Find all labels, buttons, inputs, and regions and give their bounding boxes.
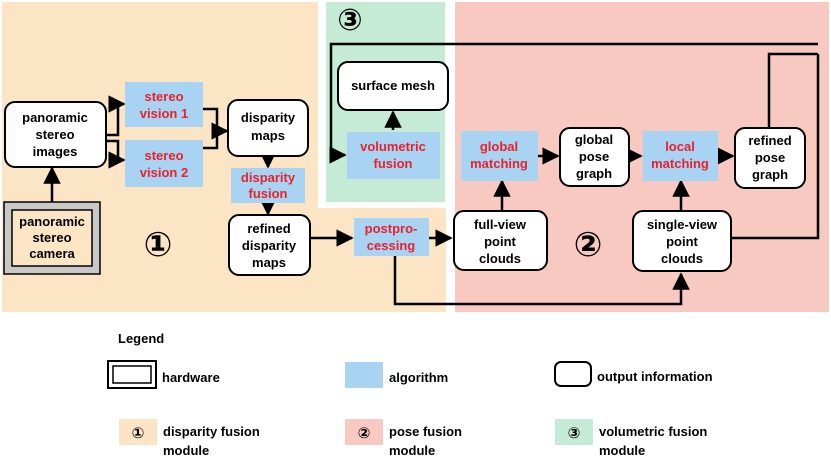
label-line: fusion bbox=[249, 186, 288, 201]
legend-hardware-swatch bbox=[107, 360, 157, 389]
node-global-matching: global matching bbox=[461, 131, 538, 181]
label-line: full-view bbox=[474, 217, 527, 232]
node-refined-disparity-maps: refined disparity maps bbox=[228, 214, 311, 276]
legend-pose-swatch bbox=[345, 419, 383, 445]
label-line: local bbox=[665, 139, 695, 154]
label-line: clouds bbox=[479, 251, 521, 266]
node-postprocessing: postpro- cessing bbox=[354, 218, 429, 256]
label-line: stereo bbox=[32, 230, 71, 245]
legend: Legend hardware algorithm output informa… bbox=[107, 331, 713, 458]
edge-images-to-vision1 bbox=[106, 95, 126, 137]
edge-rail-to-volumetric bbox=[329, 42, 818, 164]
legend-disparity-label-2: module bbox=[163, 443, 209, 458]
label-line: volumetric bbox=[360, 139, 426, 154]
legend-disparity-label-1: disparity fusion bbox=[163, 424, 260, 439]
node-stereo-vision-1: stereo vision 1 bbox=[125, 82, 203, 127]
legend-volumetric-swatch bbox=[555, 419, 593, 445]
label-line: matching bbox=[470, 156, 528, 171]
label-line: vision 2 bbox=[140, 165, 188, 180]
label-line: panoramic bbox=[19, 214, 85, 229]
edge-images-to-vision2 bbox=[106, 139, 126, 169]
legend-output-label: output information bbox=[597, 369, 713, 384]
label-line: cessing bbox=[367, 238, 415, 253]
node-stereo-vision-2: stereo vision 2 bbox=[125, 140, 203, 187]
label-line: global bbox=[480, 139, 518, 154]
label-line: surface mesh bbox=[351, 78, 435, 93]
label-line: refined bbox=[748, 133, 791, 148]
legend-disparity-number: ① bbox=[132, 424, 145, 442]
label-line: stereo bbox=[144, 89, 183, 104]
legend-pose-number: ② bbox=[358, 424, 371, 442]
legend-volumetric-label-1: volumetric fusion bbox=[599, 424, 707, 439]
label-line: matching bbox=[651, 156, 709, 171]
label-line: disparity bbox=[242, 238, 297, 253]
edge-singleview-to-rail bbox=[731, 54, 820, 240]
legend-title: Legend bbox=[118, 331, 164, 346]
label-line: clouds bbox=[661, 251, 703, 266]
module-number-pose: ② bbox=[574, 225, 603, 265]
node-disparity-fusion: disparity fusion bbox=[231, 168, 305, 203]
node-single-view-point-clouds: single-view point clouds bbox=[632, 210, 732, 272]
label-line: postpro- bbox=[365, 221, 418, 236]
label-line: pose bbox=[755, 150, 785, 165]
node-volumetric-fusion: volumetric fusion bbox=[347, 132, 440, 179]
legend-pose-label-2: module bbox=[389, 443, 435, 458]
label-line: point bbox=[666, 234, 698, 249]
label-line: stereo bbox=[144, 148, 183, 163]
label-line: maps bbox=[252, 255, 286, 270]
module-number-volumetric: ③ bbox=[337, 3, 362, 38]
node-global-pose-graph: global pose graph bbox=[559, 127, 630, 187]
label-line: disparity bbox=[241, 110, 296, 125]
label-line: stereo bbox=[35, 127, 74, 142]
label-line: global bbox=[575, 132, 613, 147]
node-refined-pose-graph: refined pose graph bbox=[734, 127, 806, 189]
label-line: disparity bbox=[241, 170, 296, 185]
node-panoramic-stereo-camera: panoramic stereo camera bbox=[3, 201, 101, 275]
label-line: panoramic bbox=[22, 110, 88, 125]
legend-disparity-swatch bbox=[119, 419, 157, 445]
label-line: maps bbox=[251, 128, 285, 143]
label-line: refined bbox=[247, 221, 290, 236]
node-local-matching: local matching bbox=[643, 131, 718, 181]
node-full-view-point-clouds: full-view point clouds bbox=[453, 210, 548, 271]
legend-output-swatch bbox=[554, 361, 592, 387]
edge-refinedgraph-to-rail bbox=[767, 52, 818, 128]
label-line: graph bbox=[752, 167, 788, 182]
legend-algorithm-swatch bbox=[345, 362, 383, 388]
label-line: point bbox=[484, 234, 516, 249]
legend-volumetric-label-2: module bbox=[599, 443, 645, 458]
label-line: graph bbox=[576, 166, 612, 181]
label-line: camera bbox=[29, 246, 75, 261]
label-line: pose bbox=[579, 149, 609, 164]
legend-volumetric-number: ③ bbox=[568, 424, 581, 442]
node-disparity-maps: disparity maps bbox=[227, 99, 309, 157]
connectors bbox=[43, 42, 820, 306]
disparity-module-region bbox=[2, 2, 446, 312]
label-line: images bbox=[33, 144, 78, 159]
label-line: single-view bbox=[647, 217, 718, 232]
legend-algorithm-label: algorithm bbox=[389, 370, 448, 385]
module-number-disparity: ① bbox=[144, 225, 173, 265]
label-line: fusion bbox=[374, 156, 413, 171]
legend-pose-label-1: pose fusion bbox=[389, 424, 462, 439]
label-line: vision 1 bbox=[140, 106, 188, 121]
node-surface-mesh: surface mesh bbox=[337, 61, 449, 111]
legend-hardware-label: hardware bbox=[162, 370, 220, 385]
node-panoramic-stereo-images: panoramic stereo images bbox=[4, 101, 107, 168]
edge-postprocessing-to-singleview bbox=[393, 256, 690, 306]
